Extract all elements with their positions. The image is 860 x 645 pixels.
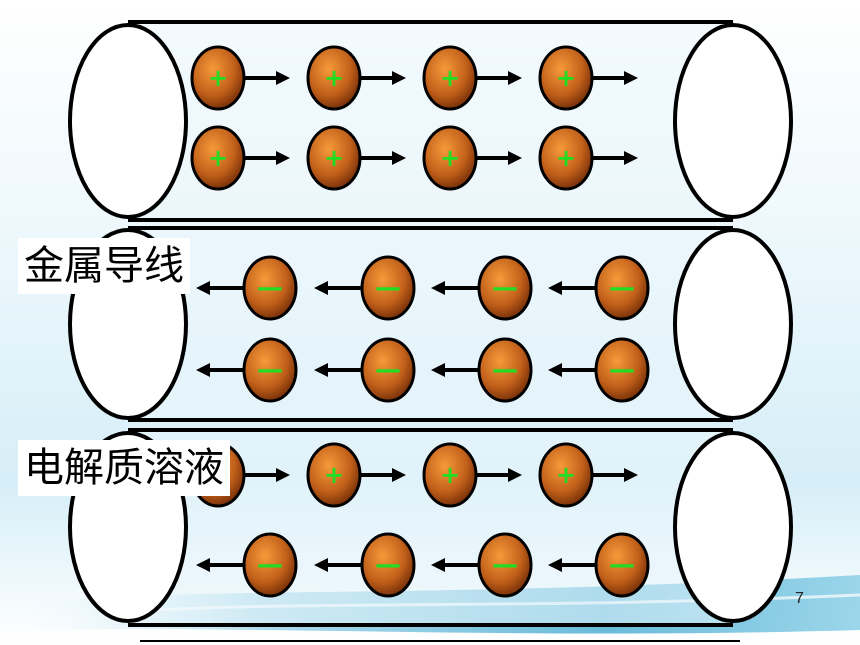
minus-sign: — (492, 550, 518, 580)
minus-sign: — (375, 355, 401, 385)
positive-ion (306, 45, 362, 111)
ion-row: + + + + (190, 45, 638, 111)
positive-ion (190, 125, 246, 191)
negative-ion (477, 532, 533, 598)
negative-ion (360, 532, 416, 598)
minus-sign: — (375, 550, 401, 580)
negative-ion (242, 255, 298, 321)
motion-arrow-head (196, 558, 210, 572)
metal-wire-label: 金属导线 (18, 238, 190, 294)
metal-wire-tube-middle: — — — — — — — — (68, 226, 793, 422)
motion-arrow-head (508, 151, 522, 165)
tube-right-end (673, 431, 793, 623)
motion-arrow-head (392, 468, 406, 482)
positive-ion (422, 125, 478, 191)
plus-sign: + (556, 461, 576, 489)
minus-sign: — (492, 273, 518, 303)
metal-wire-tube-top: + + + + + + + + (68, 20, 793, 222)
negative-ion (477, 255, 533, 321)
negative-ion (242, 532, 298, 598)
positive-ion (422, 45, 478, 111)
motion-arrow-head (431, 281, 445, 295)
plus-sign: + (556, 64, 576, 92)
plus-sign: + (440, 144, 460, 172)
positive-ion (538, 442, 594, 508)
motion-arrow-head (548, 281, 562, 295)
minus-sign: — (609, 355, 635, 385)
ion-row: — — — — (196, 255, 650, 321)
negative-ion (360, 337, 416, 403)
motion-arrow-head (314, 363, 328, 377)
ion-row: — — — — (196, 532, 650, 598)
plus-sign: + (324, 64, 344, 92)
minus-sign: — (257, 273, 283, 303)
motion-arrow-head (196, 281, 210, 295)
positive-ion (306, 442, 362, 508)
motion-arrow-head (276, 468, 290, 482)
minus-sign: — (375, 273, 401, 303)
plus-sign: + (208, 144, 228, 172)
motion-arrow-head (624, 468, 638, 482)
minus-sign: — (257, 355, 283, 385)
electrolyte-solution-label: 电解质溶液 (18, 440, 230, 496)
positive-ion (538, 125, 594, 191)
motion-arrow-head (314, 281, 328, 295)
positive-ion (190, 45, 246, 111)
plus-sign: + (440, 461, 460, 489)
negative-ion (477, 337, 533, 403)
tube-left-end (68, 23, 188, 219)
motion-arrow-head (548, 558, 562, 572)
negative-ion (594, 532, 650, 598)
motion-arrow-head (392, 71, 406, 85)
motion-arrow-head (548, 363, 562, 377)
ion-row: — — — — (196, 337, 650, 403)
plus-sign: + (324, 461, 344, 489)
motion-arrow-head (392, 151, 406, 165)
negative-ion (594, 337, 650, 403)
minus-sign: — (257, 550, 283, 580)
positive-ion (306, 125, 362, 191)
plus-sign: + (324, 144, 344, 172)
page-number: 7 (795, 590, 804, 607)
motion-arrow-head (624, 151, 638, 165)
positive-ion (422, 442, 478, 508)
positive-ion (538, 45, 594, 111)
negative-ion (594, 255, 650, 321)
minus-sign: — (609, 273, 635, 303)
motion-arrow-head (508, 468, 522, 482)
plus-sign: + (208, 64, 228, 92)
motion-arrow-head (431, 363, 445, 377)
motion-arrow-head (276, 151, 290, 165)
plus-sign: + (440, 64, 460, 92)
plus-sign: + (556, 144, 576, 172)
tube-right-end (673, 23, 793, 219)
negative-ion (360, 255, 416, 321)
motion-arrow-head (314, 558, 328, 572)
minus-sign: — (492, 355, 518, 385)
minus-sign: — (609, 550, 635, 580)
ion-row: + + + + (190, 125, 638, 191)
motion-arrow-head (276, 71, 290, 85)
motion-arrow-head (508, 71, 522, 85)
electrolyte-tube-bottom: ++++———— (68, 428, 793, 627)
motion-arrow-head (431, 558, 445, 572)
tube-right-end (673, 228, 793, 420)
bottom-rule (140, 640, 740, 642)
motion-arrow-head (196, 363, 210, 377)
negative-ion (242, 337, 298, 403)
motion-arrow-head (624, 71, 638, 85)
